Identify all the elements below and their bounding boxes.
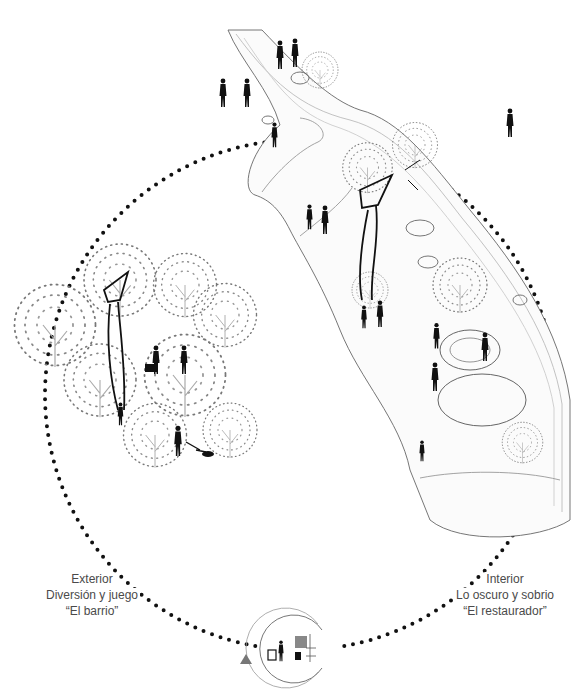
caption-label: Interior bbox=[484, 572, 525, 587]
caption-label: Lo oscuro y sobrio bbox=[454, 588, 556, 603]
caption-label: Diversión y juego bbox=[44, 588, 140, 603]
caption-label: Exterior bbox=[69, 572, 114, 587]
caption-label: “El barrio” bbox=[64, 604, 121, 619]
caption-label: “El restaurador” bbox=[461, 604, 548, 619]
